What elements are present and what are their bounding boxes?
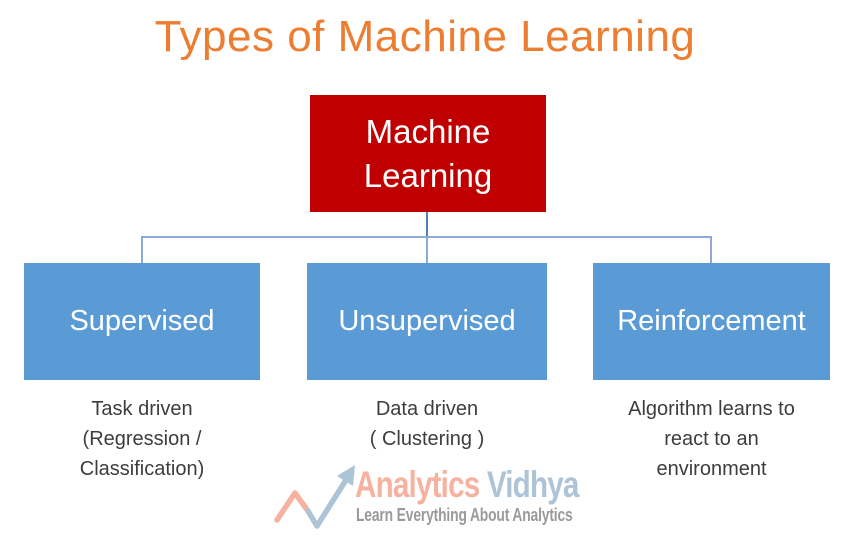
logo-tagline: Learn Everything About Analytics — [356, 505, 573, 525]
node-machine-learning: Machine Learning — [310, 95, 546, 212]
description-unsupervised: Data driven ( Clustering ) — [369, 398, 485, 450]
node-reinforcement: Reinforcement — [593, 263, 830, 380]
node-unsupervised: Unsupervised — [307, 263, 547, 380]
logo-brand-first: Analytics — [355, 464, 480, 505]
node-supervised: Supervised — [24, 263, 260, 380]
connector-stub-unsupervised — [426, 237, 428, 263]
connector-stub-supervised — [141, 237, 143, 263]
page-title: Types of Machine Learning — [154, 12, 696, 61]
description-supervised: Task driven (Regression / Classification… — [79, 398, 205, 480]
description-reinforcement: Algorithm learns to react to an environm… — [628, 398, 795, 480]
trend-arrow-icon — [274, 465, 355, 529]
connector-stub-reinforcement — [710, 237, 712, 263]
logo-brand-second: Vidhya — [486, 464, 580, 505]
logo-wordmark: Analytics Vidhya — [355, 464, 579, 506]
logo: Analytics Vidhya Learn Everything About … — [274, 460, 584, 530]
connector-root-vertical — [426, 212, 428, 237]
